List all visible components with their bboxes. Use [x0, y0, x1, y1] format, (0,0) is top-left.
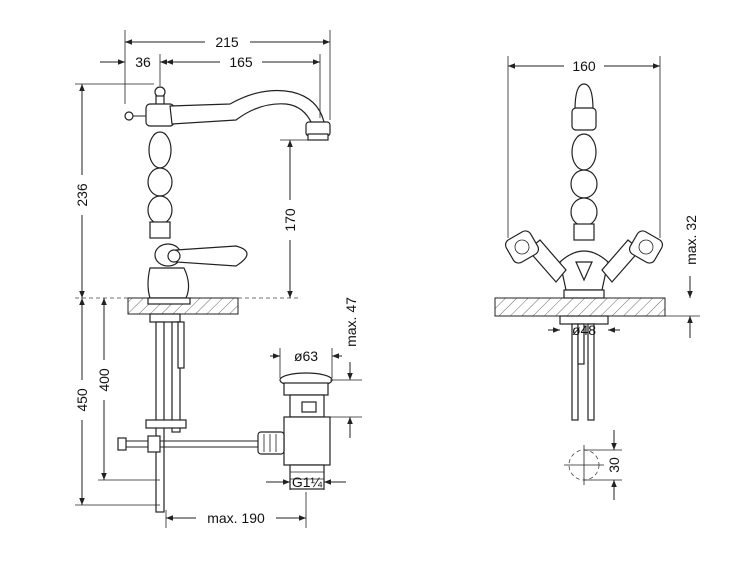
faucet-body-front: [504, 83, 664, 299]
dim-max-47: max. 47: [343, 297, 359, 347]
dimensions-front: 160 max. 32 ø48 30: [507, 56, 700, 500]
dim-170: 170: [282, 208, 298, 232]
dim-236: 236: [74, 183, 90, 207]
below-deck-side: [117, 313, 258, 513]
dimensions-side: 215 36 165 236 170 450: [74, 30, 362, 528]
dim-165: 165: [229, 54, 253, 70]
dim-400: 400: [96, 368, 112, 392]
dim-max-190: max. 190: [207, 510, 265, 526]
mounting-hole: [564, 445, 604, 485]
below-deck-front: [559, 315, 609, 421]
drain-assembly: [257, 372, 333, 490]
dim-215: 215: [215, 34, 239, 50]
front-view: 160 max. 32 ø48 30: [494, 56, 700, 500]
dim-g1-quarter: G1¼: [292, 474, 323, 490]
dim-160: 160: [572, 58, 596, 74]
dim-max-32: max. 32: [683, 215, 699, 265]
spout-side: [169, 89, 331, 141]
dim-30: 30: [606, 457, 622, 473]
dim-36: 36: [135, 54, 151, 70]
dim-d63: ø63: [294, 348, 318, 364]
dim-450: 450: [74, 388, 90, 412]
dim-d48: ø48: [572, 322, 596, 338]
countertop-front: [494, 297, 666, 317]
side-view: 215 36 165 236 170 450: [74, 30, 362, 528]
faucet-body-side: [124, 86, 248, 305]
